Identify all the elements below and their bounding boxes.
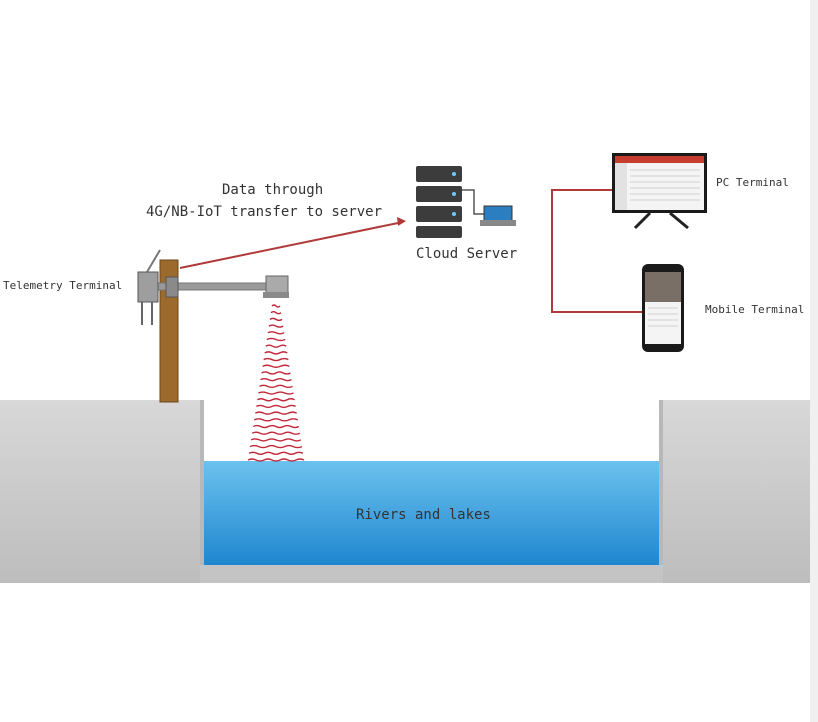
radar-wave-arc <box>252 424 300 429</box>
radar-wave-arc <box>268 324 284 328</box>
radar-wave-arc <box>265 344 287 348</box>
radar-wave-arc <box>257 398 295 402</box>
radar-wave-arc <box>247 458 305 462</box>
cloud-server-label: Cloud Server <box>416 246 518 262</box>
radar-wave-arc <box>263 357 289 362</box>
telemetry-terminal-device <box>137 249 179 325</box>
cloud-server-icon <box>416 166 516 238</box>
scrollbar[interactable] <box>810 0 818 722</box>
radar-wave-arc <box>258 391 294 395</box>
pc-terminal-label: PC Terminal <box>716 176 789 189</box>
water-label: Rivers and lakes <box>356 507 491 523</box>
radar-wave-arc <box>269 317 283 322</box>
radar-wave-arc <box>256 404 296 409</box>
radar-wave-arc <box>264 351 288 355</box>
radar-wave-arc <box>271 304 281 308</box>
radar-wave-arc <box>267 331 285 335</box>
radar-wave-arc <box>270 310 282 315</box>
pc-monitor-icon <box>612 153 707 230</box>
radar-wave-arc <box>266 337 286 342</box>
radar-wave-arc <box>259 384 293 389</box>
ground <box>0 400 810 583</box>
radar-wave-arc <box>253 418 299 422</box>
mobile-terminal-label: Mobile Terminal <box>705 303 805 316</box>
telemetry-terminal-label: Telemetry Terminal <box>3 279 123 292</box>
mobile-phone-icon <box>642 264 684 352</box>
radar-wave-arc <box>250 438 302 442</box>
data-transfer-label-line2: 4G/NB-IoT transfer to server <box>146 204 383 220</box>
radar-wave-arc <box>260 377 292 382</box>
connection-lines <box>179 189 642 313</box>
data-transfer-label-line1: Data through <box>222 182 324 198</box>
radar-waves <box>247 304 305 462</box>
radar-wave-arc <box>251 431 301 435</box>
radar-wave-arc <box>249 444 303 449</box>
radar-wave-arc <box>254 411 298 415</box>
radar-wave-arc <box>248 451 304 456</box>
radar-wave-arc <box>261 371 291 375</box>
water-body <box>204 461 659 565</box>
radar-wave-arc <box>262 364 290 368</box>
